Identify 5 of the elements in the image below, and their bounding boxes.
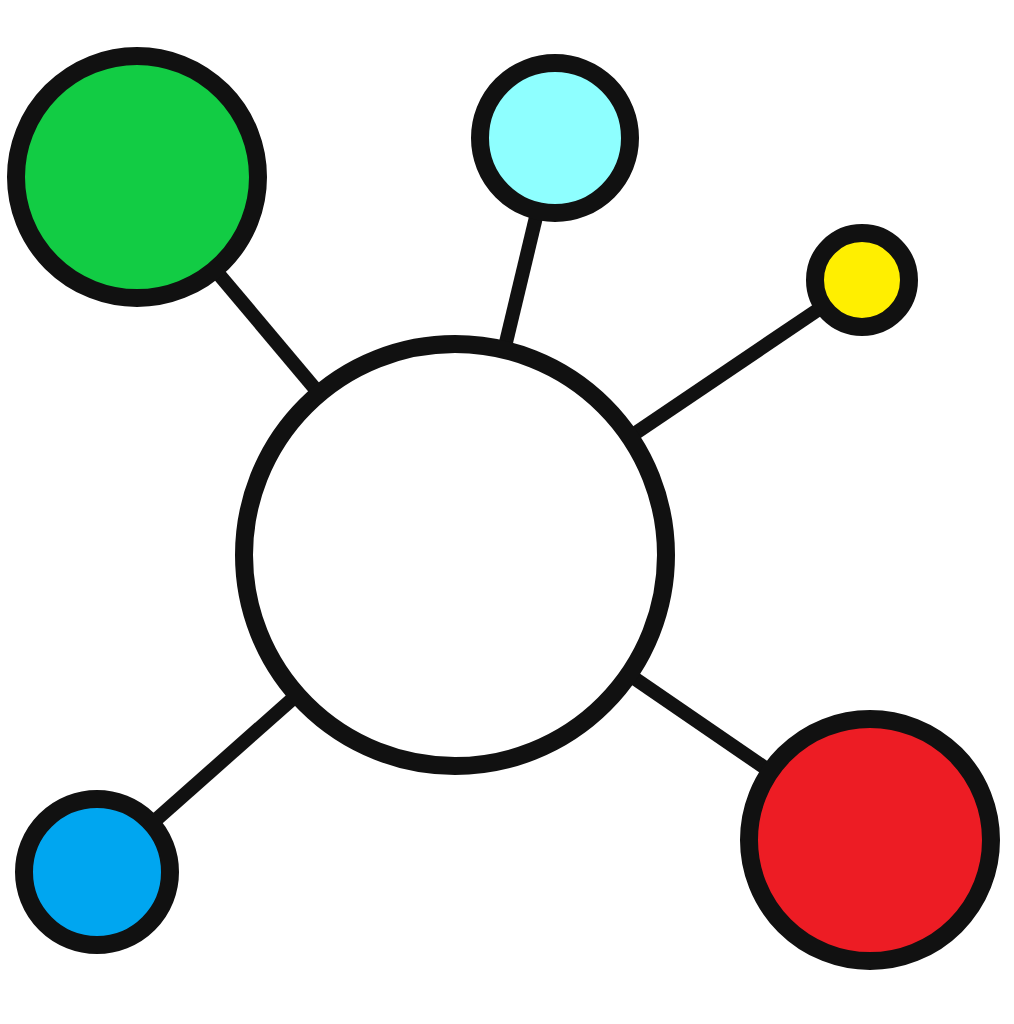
connector-line [152,694,297,825]
connector-line [631,304,822,439]
connector-line [214,270,320,393]
connector-line [630,672,769,774]
connector-line [499,216,543,345]
